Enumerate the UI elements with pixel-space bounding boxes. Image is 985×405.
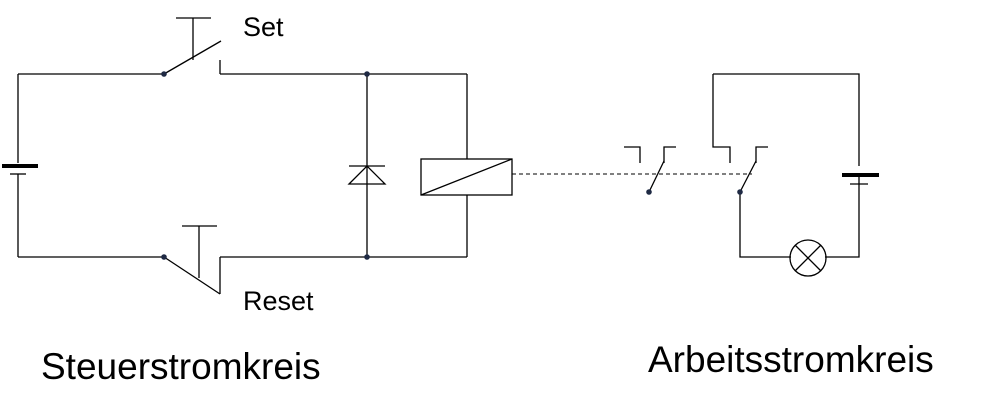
lamp-symbol bbox=[789, 239, 827, 277]
set-label: Set bbox=[243, 12, 284, 42]
reset-switch-symbol bbox=[161, 225, 221, 295]
reset-label: Reset bbox=[243, 286, 314, 316]
relay-contact-2-symbol bbox=[712, 73, 860, 258]
control-battery-symbol bbox=[2, 164, 38, 175]
working-circuit-title: Arbeitsstromkreis bbox=[648, 339, 934, 380]
control-circuit-title: Steuerstromkreis bbox=[41, 346, 321, 387]
control-circuit bbox=[2, 17, 513, 295]
diode-symbol bbox=[347, 71, 387, 260]
relay-contact-1-symbol bbox=[624, 146, 676, 195]
working-circuit bbox=[624, 73, 879, 277]
set-switch-symbol bbox=[161, 17, 222, 77]
working-battery-symbol bbox=[842, 173, 879, 185]
relay-coil-symbol bbox=[420, 74, 513, 257]
